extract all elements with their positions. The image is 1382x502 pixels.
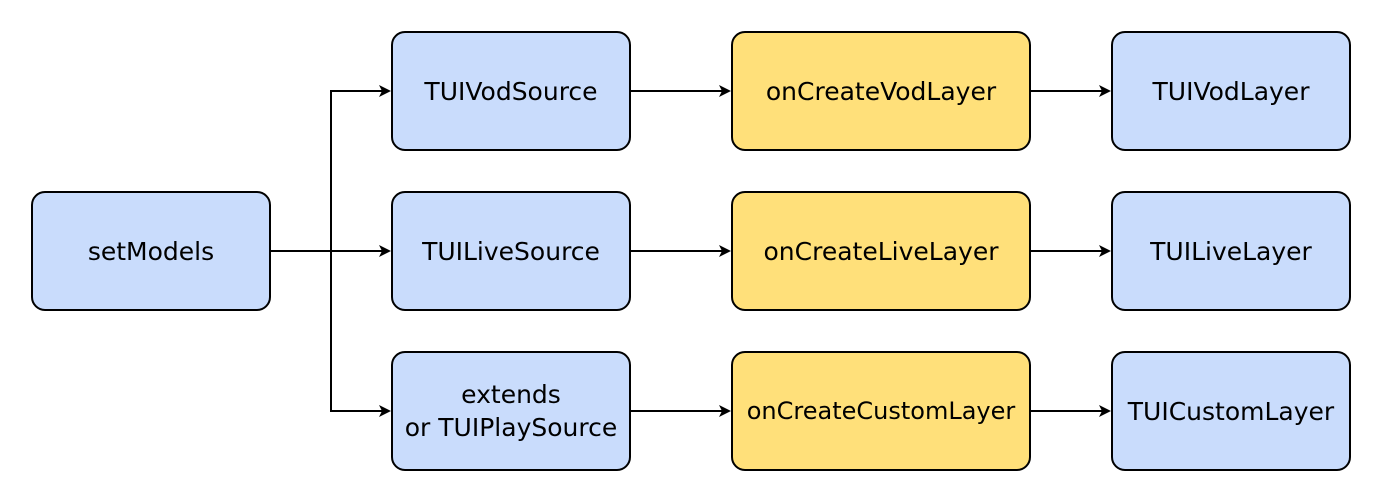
node-live-source: TUILiveSource — [391, 191, 631, 311]
node-vod-layer: TUIVodLayer — [1111, 31, 1351, 151]
edge-setmodels-to-vodsource — [271, 85, 391, 252]
node-custom-source: extends or TUIPlaySource — [391, 351, 631, 471]
node-vod-layer-label: TUIVodLayer — [1152, 76, 1310, 106]
node-set-models-label: setModels — [87, 236, 215, 266]
node-custom-layer-label: TUICustomLayer — [1127, 396, 1335, 426]
node-live-source-label: TUILiveSource — [422, 236, 600, 266]
node-create-live-layer-label: onCreateLiveLayer — [763, 236, 999, 266]
node-create-live-layer: onCreateLiveLayer — [731, 191, 1031, 311]
node-custom-layer: TUICustomLayer — [1111, 351, 1351, 471]
node-create-custom-layer: onCreateCustomLayer — [731, 351, 1031, 471]
node-create-vod-layer-label: onCreateVodLayer — [765, 76, 997, 106]
edge-setmodels-to-customsource — [330, 251, 391, 417]
node-vod-source: TUIVodSource — [391, 31, 631, 151]
node-live-layer-label: TUILiveLayer — [1150, 236, 1312, 266]
node-custom-source-label-line1: extends — [461, 380, 561, 409]
node-create-vod-layer: onCreateVodLayer — [731, 31, 1031, 151]
node-vod-source-label: TUIVodSource — [424, 76, 598, 106]
node-create-custom-layer-label: onCreateCustomLayer — [746, 396, 1016, 425]
node-live-layer: TUILiveLayer — [1111, 191, 1351, 311]
node-set-models: setModels — [31, 191, 271, 311]
node-custom-source-label-line2: or TUIPlaySource — [404, 413, 618, 442]
